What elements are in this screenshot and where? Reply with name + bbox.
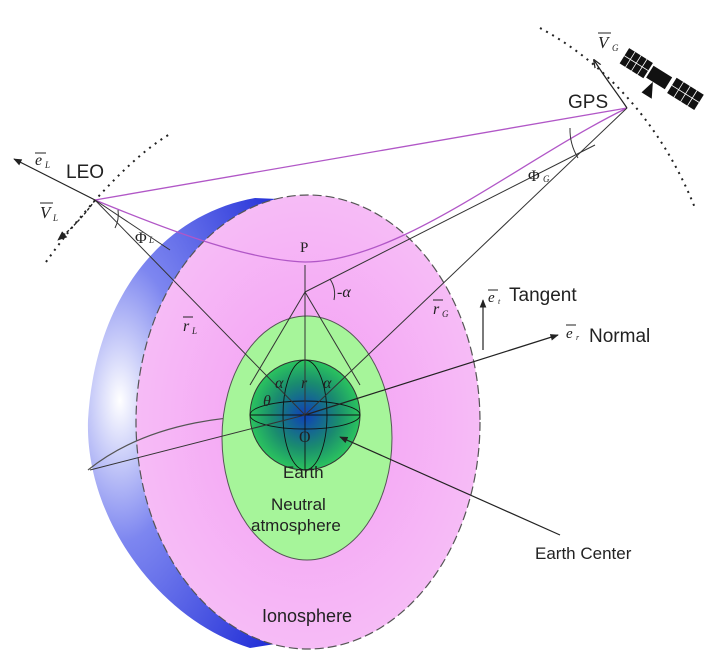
- svg-text:V: V: [598, 33, 611, 52]
- svg-text:Φ: Φ: [135, 230, 147, 247]
- svg-text:e: e: [488, 290, 495, 306]
- satellite-icon: [619, 48, 704, 111]
- symbol-alpha-right: α: [323, 375, 332, 392]
- svg-text:e: e: [566, 326, 573, 342]
- symbol-phi-l: Φ L: [135, 230, 154, 247]
- alpha-angle-arc: [329, 278, 336, 301]
- phi-g-angle-arc: [569, 127, 579, 159]
- svg-text:V: V: [40, 203, 53, 222]
- neutral-atmosphere-label-line2: atmosphere: [251, 516, 341, 535]
- ray-path: [94, 107, 628, 263]
- symbol-o: O: [299, 429, 311, 446]
- symbol-alpha-left: α: [275, 375, 284, 392]
- symbol-e-l: e L: [35, 152, 50, 170]
- svg-text:Φ: Φ: [528, 168, 540, 185]
- geometry-lines: [89, 107, 628, 471]
- svg-text:t: t: [498, 297, 501, 306]
- symbol-e-r: e r: [566, 324, 580, 342]
- gps-label: GPS: [568, 92, 608, 113]
- symbol-e-t: e t: [488, 289, 501, 306]
- symbol-r-l: r L: [183, 316, 197, 336]
- earth-center-pointer: [339, 436, 561, 536]
- e-l-vector: [13, 158, 96, 201]
- svg-text:G: G: [612, 43, 619, 53]
- ionosphere-side-shading: [87, 198, 300, 648]
- svg-text:L: L: [148, 235, 154, 245]
- svg-text:L: L: [44, 160, 50, 170]
- gps-orbit: [539, 27, 696, 209]
- svg-text:r: r: [433, 301, 440, 318]
- symbol-theta: θ: [263, 393, 271, 410]
- symbol-p: P: [300, 240, 308, 256]
- leo-orbit: [45, 132, 173, 263]
- symbol-phi-g: Φ G: [528, 168, 550, 185]
- leo-label: LEO: [66, 162, 104, 183]
- tangent-label: Tangent: [509, 285, 577, 306]
- neutral-atmosphere-label-line1: Neutral: [271, 495, 326, 514]
- phi-l-angle-arc: [114, 209, 119, 229]
- svg-text:e: e: [35, 152, 42, 169]
- earth-center-label: Earth Center: [535, 544, 632, 563]
- earth-label: Earth: [283, 463, 324, 482]
- svg-text:G: G: [543, 174, 550, 184]
- v-l-vector: [57, 199, 96, 241]
- normal-label: Normal: [589, 326, 650, 347]
- symbol-r-g: r G: [433, 299, 449, 319]
- svg-text:L: L: [191, 326, 197, 336]
- svg-text:r: r: [183, 318, 190, 335]
- symbol-minus-alpha: -α: [337, 284, 351, 301]
- symbol-v-l: V L: [40, 202, 58, 223]
- ionosphere-label: Ionosphere: [262, 606, 352, 626]
- v-g-vector: [594, 60, 628, 109]
- symbol-v-g: V G: [598, 32, 619, 53]
- svg-text:r: r: [576, 333, 580, 342]
- e-r-vector: [304, 334, 559, 416]
- svg-text:L: L: [52, 213, 58, 223]
- symbol-r: r: [301, 375, 308, 392]
- svg-text:G: G: [442, 309, 449, 319]
